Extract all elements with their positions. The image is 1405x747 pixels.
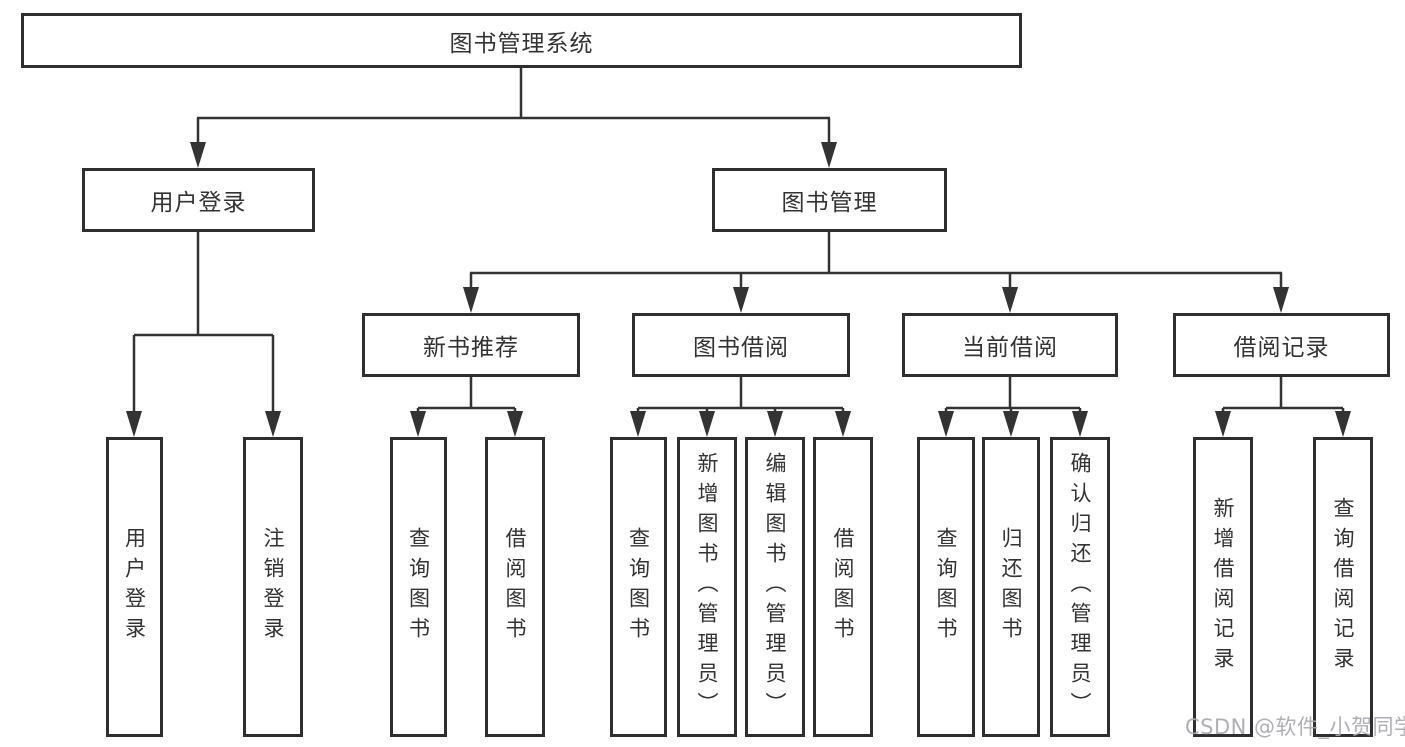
- leaf-borrow-book-borrow: 借阅图书: [813, 437, 873, 737]
- node-new-book-recommend: 新书推荐: [362, 313, 580, 377]
- leaf-query-book-borrow: 查询图书: [610, 437, 667, 737]
- node-root-system: 图书管理系统: [21, 13, 1022, 68]
- leaf-confirm-return-admin: 确认归还（管理员）: [1050, 437, 1110, 737]
- node-book-borrowing: 图书借阅: [632, 313, 850, 377]
- leaf-borrow-book-recommend: 借阅图书: [485, 437, 545, 737]
- leaf-logout: 注销登录: [243, 437, 303, 737]
- csdn-watermark: CSDN @软件_小贺同学: [1185, 715, 1405, 739]
- arrowheads: [126, 142, 1351, 437]
- leaf-query-borrow-record: 查询借阅记录: [1313, 437, 1373, 737]
- leaf-user-login: 用户登录: [106, 437, 163, 737]
- leaf-query-book-recommend: 查询图书: [390, 437, 447, 737]
- leaf-return-book: 归还图书: [982, 437, 1040, 737]
- leaf-query-book-current: 查询图书: [917, 437, 975, 737]
- node-user-login: 用户登录: [82, 168, 315, 232]
- leaf-add-borrow-record: 新增借阅记录: [1193, 437, 1253, 737]
- node-current-borrowing: 当前借阅: [902, 313, 1118, 377]
- leaf-add-book-admin: 新增图书（管理员）: [677, 437, 737, 737]
- node-borrow-records: 借阅记录: [1173, 313, 1390, 377]
- leaf-edit-book-admin: 编辑图书（管理员）: [745, 437, 805, 737]
- node-book-management: 图书管理: [712, 168, 947, 232]
